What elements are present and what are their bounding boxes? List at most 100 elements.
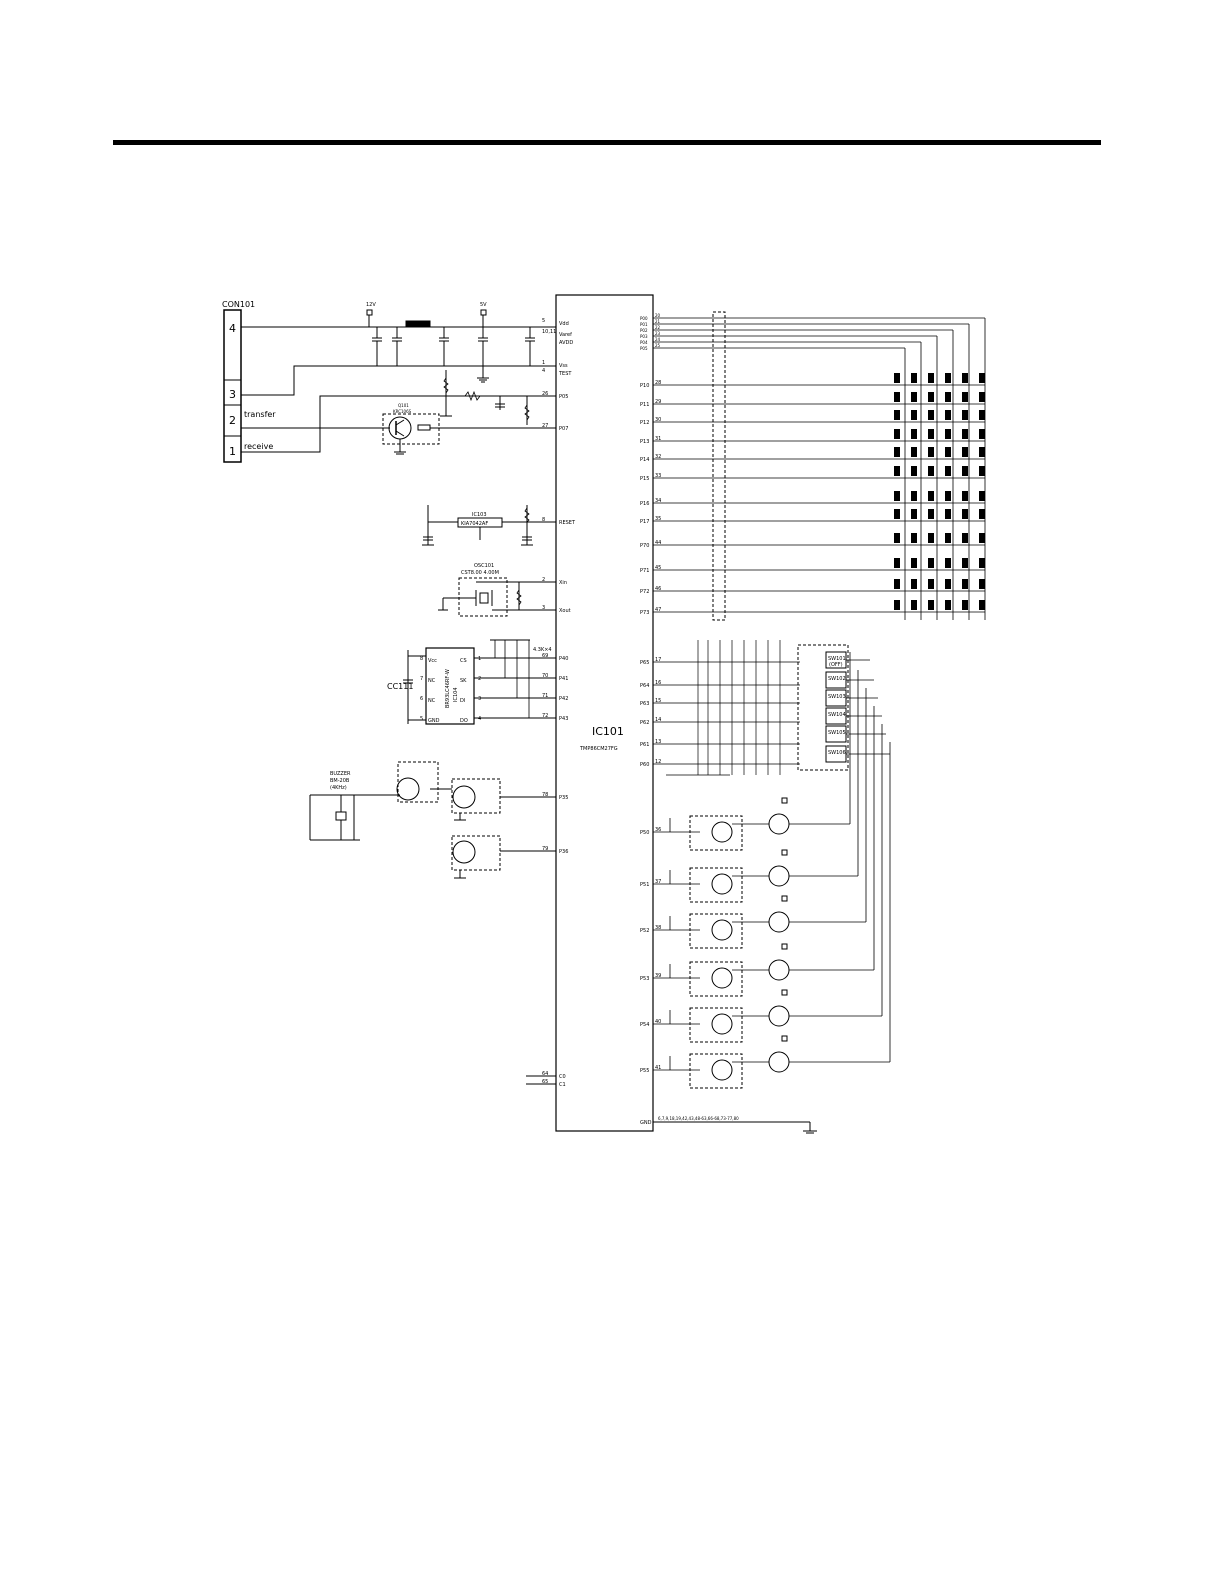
mcu-pin-name: P03	[640, 334, 648, 339]
reset-ic-part: KIA7042AF	[461, 521, 488, 527]
mcu-pin-num: 40	[655, 1019, 661, 1025]
svg-text:DI: DI	[460, 698, 465, 704]
mcu-pin-num: 36	[655, 827, 661, 833]
led-segment	[979, 466, 985, 476]
mcu-pin-name: Vss	[559, 363, 568, 369]
mcu-pin-name: P65	[640, 660, 649, 666]
led-segment	[911, 447, 917, 457]
header-rule	[113, 140, 1101, 145]
led-segment	[894, 447, 900, 457]
svg-text:8: 8	[420, 656, 423, 662]
switch-frame	[797, 644, 849, 771]
mcu-pin-name: P05	[559, 394, 568, 400]
mcu-pin-num: 5	[542, 318, 545, 324]
mcu-pin-num: 78	[542, 792, 548, 798]
drv-transistor-2	[768, 865, 790, 887]
reset-ic: IC103 KIA7042AF	[422, 505, 556, 546]
mcu-pin-num: 29	[655, 399, 661, 405]
mcu-pin-num: 37	[655, 879, 661, 885]
svg-text:DO: DO	[460, 718, 468, 724]
svg-text:NC: NC	[428, 678, 436, 684]
mcu-pin-name: P01	[640, 322, 648, 327]
led-segment	[928, 373, 934, 383]
led-segment	[962, 466, 968, 476]
led-segment	[894, 579, 900, 589]
mcu-pin-num: 23	[655, 331, 661, 336]
drv-supply	[781, 797, 788, 804]
led-segment	[979, 509, 985, 519]
mcu-pin-name: P62	[640, 720, 649, 726]
led-matrix	[894, 373, 985, 610]
led-segment	[979, 447, 985, 457]
mcu-pin-name: P12	[640, 420, 649, 426]
led-segment	[979, 600, 985, 610]
drv-supply	[781, 989, 788, 996]
led-segment	[894, 410, 900, 420]
led-segment	[945, 600, 951, 610]
mcu-pin-name: P02	[640, 328, 648, 333]
led-segment	[928, 466, 934, 476]
signal-transfer: transfer	[244, 410, 276, 419]
drv-transistor-1	[711, 919, 733, 941]
drv-supply	[781, 943, 788, 950]
drv-transistor-2	[768, 959, 790, 981]
led-segment	[979, 533, 985, 543]
drv-box	[689, 1007, 743, 1043]
led-segment	[945, 491, 951, 501]
mcu-pin-num: 32	[655, 454, 661, 460]
led-segment	[979, 579, 985, 589]
mcu-pin-num: 70	[542, 673, 548, 679]
mcu-pin-name: P55	[640, 1068, 649, 1074]
mcu-pin-name: P71	[640, 568, 649, 574]
mcu-pin-name: P60	[640, 762, 649, 768]
mcu-pin-num: 65	[542, 1079, 548, 1085]
mcu-pin-num: 2	[542, 577, 545, 583]
mcu-pin-name: P41	[559, 676, 568, 682]
mcu-left-pins: Vdd5Varef10,11AVDDVss1TEST4P0526P0727RES…	[526, 318, 576, 1088]
led-segment	[928, 600, 934, 610]
led-segment	[962, 579, 968, 589]
mcu-pin-num: 1	[542, 360, 545, 366]
mcu-pin-name: RESET	[559, 520, 576, 526]
led-segment	[979, 558, 985, 568]
led-segment	[979, 373, 985, 383]
led-segment	[894, 429, 900, 439]
mcu-pin-num: 17	[655, 657, 661, 663]
led-segment	[945, 533, 951, 543]
mcu-pin-name: P05	[640, 346, 648, 351]
led-segment	[945, 429, 951, 439]
mcu-pin-num: 72	[542, 713, 548, 719]
led-segment	[945, 410, 951, 420]
mcu-pin-num: 38	[655, 925, 661, 931]
led-segment	[894, 392, 900, 402]
led-segment	[911, 491, 917, 501]
mcu-pin-name: AVDD	[559, 340, 573, 346]
drv-supply	[781, 1035, 788, 1042]
osc-ref: OSC101	[474, 563, 494, 569]
drv-box	[689, 815, 743, 851]
mcu-ic101: IC101 TMP86CM27FG	[555, 294, 654, 1132]
led-segment	[979, 491, 985, 501]
mcu-pin-num: 8	[542, 517, 545, 523]
eeprom-cap: CC111	[387, 682, 413, 691]
led-segment	[979, 392, 985, 402]
drv-transistor-1	[711, 1013, 733, 1035]
mcu-pin-num: 27	[542, 423, 548, 429]
signal-receive: receive	[244, 442, 273, 451]
led-segment	[962, 447, 968, 457]
mcu-pin-num: 16	[655, 680, 661, 686]
led-segment	[945, 579, 951, 589]
svg-text:7: 7	[420, 676, 423, 682]
switch-ref: SW102	[828, 676, 846, 682]
led-segment	[911, 558, 917, 568]
switch-ref: SW103	[828, 694, 846, 700]
mcu-pin-num: 44	[655, 540, 661, 546]
led-segment	[962, 491, 968, 501]
mcu-pin-num: 71	[542, 693, 548, 699]
led-segment	[928, 429, 934, 439]
led-segment	[962, 533, 968, 543]
mcu-pin-name: P11	[640, 402, 649, 408]
led-segment	[945, 466, 951, 476]
mcu-pin-num: 33	[655, 473, 661, 479]
